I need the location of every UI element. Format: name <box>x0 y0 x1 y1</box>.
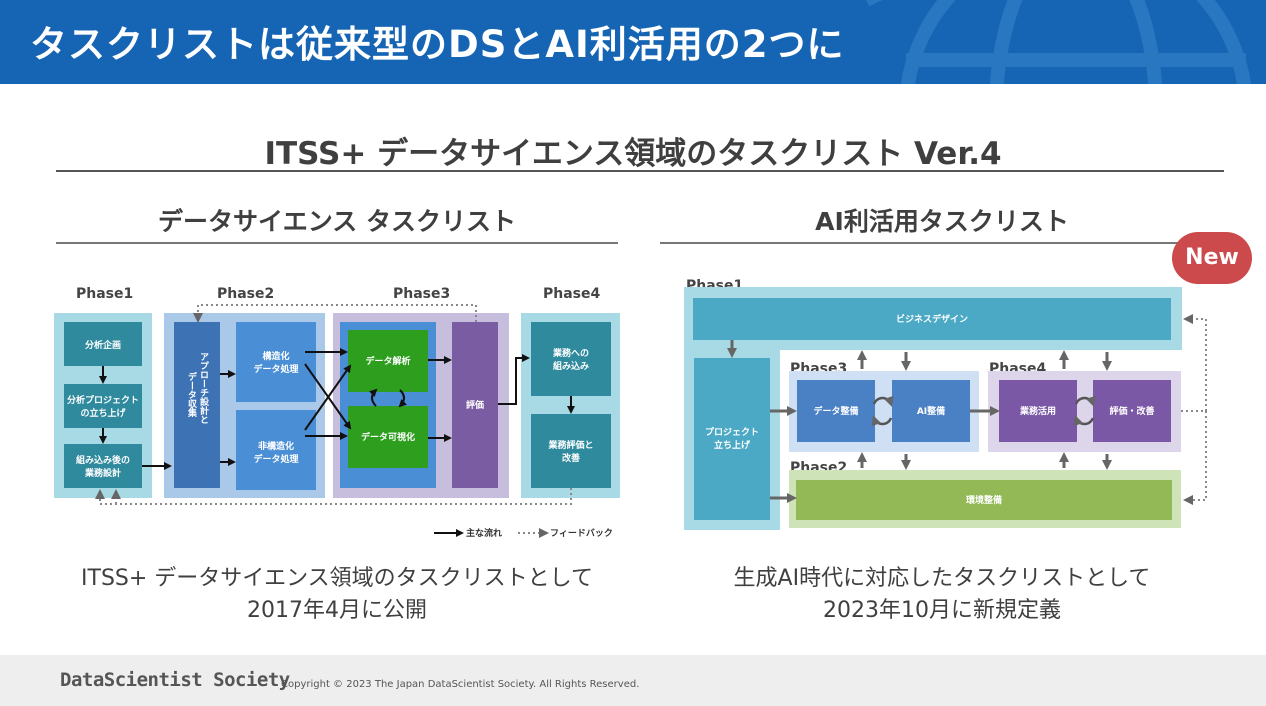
right-caption-line1: 生成AI時代に対応したタスクリストとして <box>733 566 1151 591</box>
data-prep-label: データ整備 <box>813 405 858 417</box>
ai-prep-box <box>892 380 970 442</box>
legend-main-flow-label: 主な流れ <box>466 527 502 539</box>
business-embed-label-1: 業務への <box>552 347 589 359</box>
left-phase4-label: Phase4 <box>543 286 601 302</box>
left-phase3-label: Phase3 <box>393 286 450 302</box>
flow-arrow <box>304 363 352 430</box>
cycle-icon <box>871 395 894 427</box>
footer-copyright: Copyright © 2023 The Japan DataScientist… <box>281 679 640 690</box>
data-visualization-label: データ可視化 <box>361 431 415 443</box>
right-diagram: Phase1 ビジネスデザイン プロジェクト 立ち上げ Phase3 データ整備… <box>684 278 1207 530</box>
unstructured-label-2: データ処理 <box>253 453 298 465</box>
environment-prep-box <box>796 480 1172 520</box>
right-section-underline <box>660 242 1180 244</box>
new-badge: New <box>1172 232 1252 284</box>
project-start-label-1: プロジェクト <box>705 426 759 438</box>
main-title-underline <box>56 170 1224 172</box>
environment-prep-label: 環境整備 <box>966 494 1002 506</box>
data-analysis-label: データ解析 <box>365 355 410 367</box>
footer-logo: DataScientist Society <box>60 669 290 691</box>
data-analysis-box <box>348 330 428 392</box>
data-prep-box <box>797 380 875 442</box>
business-embed-box <box>531 322 611 396</box>
left-phase2-label: Phase2 <box>217 286 274 302</box>
business-design-label: ビジネスデザイン <box>896 313 968 325</box>
right-phase1-area <box>684 287 1182 530</box>
main-title: ITSS+ データサイエンス領域のタスクリスト Ver.4 <box>264 136 1002 172</box>
left-phase1-label: Phase1 <box>76 286 133 302</box>
business-embed-label-2: 組み込み <box>553 360 589 372</box>
right-section-title: AI利活用タスクリスト <box>815 207 1069 236</box>
right-caption-line2: 2023年10月に新規定義 <box>823 598 1061 623</box>
right-caption: 生成AI時代に対応したタスクリストとして 2023年10月に新規定義 <box>660 563 1224 627</box>
project-start-box <box>64 384 142 428</box>
left-caption-line1: ITSS+ データサイエンス領域のタスクリストとして <box>81 566 593 591</box>
left-diagram: Phase1 Phase2 Phase3 Phase4 分析企画 分析プロジェク… <box>54 286 620 539</box>
business-design-label-2: 業務設計 <box>84 467 121 479</box>
business-evaluation-label-1: 業務評価と <box>547 439 593 451</box>
flow-arrow <box>498 354 530 405</box>
feedback-arrow <box>193 304 477 323</box>
analysis-plan-box <box>64 322 142 366</box>
project-start-label-2: 立ち上げ <box>714 439 751 451</box>
project-start-label-1: 分析プロジェクト <box>67 394 139 406</box>
business-design-box <box>693 298 1171 340</box>
approach-design-box <box>174 322 220 488</box>
evaluate-improve-label: 評価・改善 <box>1109 405 1154 417</box>
feedback-arrow <box>95 488 572 505</box>
task-list-diagrams: .lbl{font-family:"DejaVu Sans","Liberati… <box>54 278 1207 539</box>
ai-prep-label: AI整備 <box>917 405 945 417</box>
structured-processing-box <box>236 322 316 402</box>
business-evaluation-label-2: 改善 <box>562 452 580 464</box>
project-start-box <box>694 358 770 520</box>
structured-label-2: データ処理 <box>253 363 298 375</box>
business-use-box <box>999 380 1077 442</box>
data-visualization-box <box>348 406 428 468</box>
unstructured-processing-box <box>236 410 316 490</box>
legend-feedback-label: フィードバック <box>550 528 613 539</box>
analysis-plan-label: 分析企画 <box>85 339 121 351</box>
header-bar: タスクリストは従来型のDSとAI利活用の2つに <box>0 0 1266 84</box>
evaluation-label: 評価 <box>466 399 484 411</box>
cycle-arrow-icon <box>368 388 378 407</box>
evaluation-box <box>452 322 498 488</box>
left-caption: ITSS+ データサイエンス領域のタスクリストとして 2017年4月に公開 <box>56 563 618 627</box>
left-section-title: データサイエンス タスクリスト <box>158 207 516 236</box>
structured-label-1: 構造化 <box>262 350 289 362</box>
left-section-underline <box>56 242 618 244</box>
globe-decoration-icon <box>866 0 1252 84</box>
feedback-arrow <box>1181 314 1207 412</box>
flow-arrow <box>304 364 352 431</box>
business-evaluation-box <box>531 414 611 488</box>
evaluate-improve-box <box>1093 380 1171 442</box>
cycle-arrow-icon <box>398 389 408 408</box>
unstructured-label-1: 非構造化 <box>258 440 294 452</box>
approach-design-label-1: アプローチ設計と <box>198 352 209 424</box>
business-design-label-1: 組み込み後の <box>76 454 130 466</box>
cycle-icon <box>1073 395 1096 427</box>
left-caption-line2: 2017年4月に公開 <box>247 598 427 623</box>
business-design-box <box>64 444 142 488</box>
business-use-label: 業務活用 <box>1019 405 1056 417</box>
project-start-label-2: の立ち上げ <box>80 407 126 419</box>
approach-design-label-2: データ収集 <box>186 371 198 418</box>
feedback-arrow <box>1183 411 1207 505</box>
footer-bar <box>0 655 1266 706</box>
page-title: タスクリストは従来型のDSとAI利活用の2つに <box>30 23 845 66</box>
